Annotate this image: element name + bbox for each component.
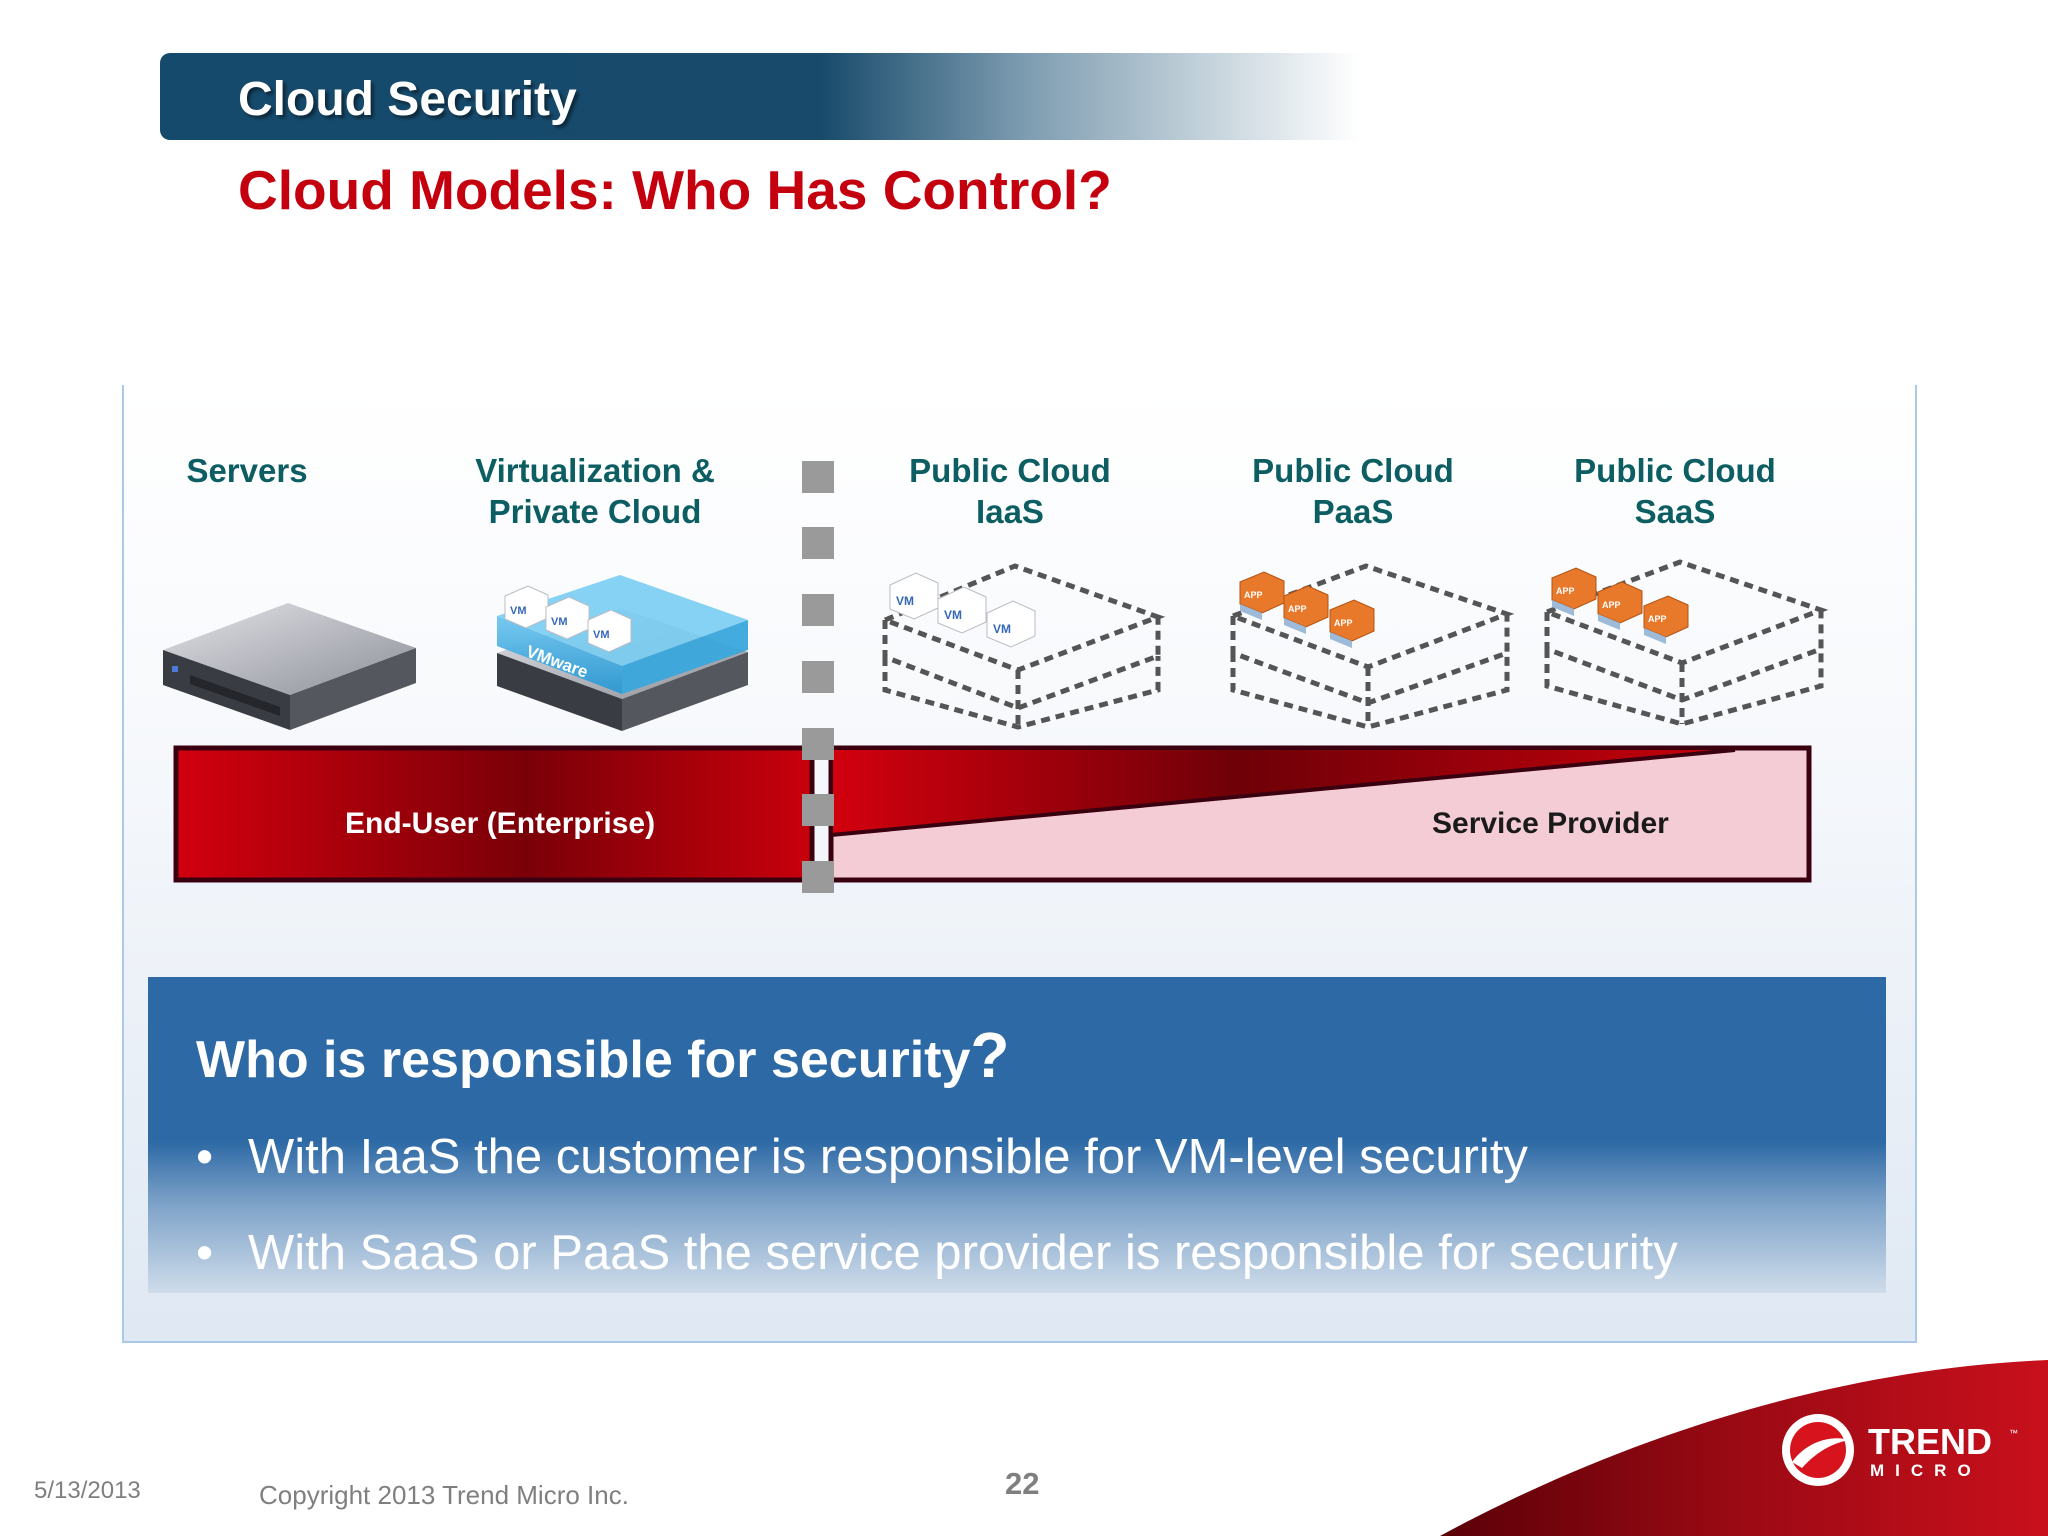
saas-dashed-stack-icon — [1539, 559, 1829, 727]
bullet-saas-paas: • With SaaS or PaaS the service provider … — [196, 1225, 1678, 1281]
app-boxes-icon: APP APP APP — [1551, 567, 1689, 644]
vm-boxes-icon — [889, 572, 1036, 648]
bullet-iaas: • With IaaS the customer is responsible f… — [196, 1129, 1528, 1185]
trend-micro-logo-text: TREND ™ MICRO — [1868, 1422, 2018, 1480]
slide-section-title: Cloud Security — [238, 73, 577, 126]
app-label: APP — [1334, 618, 1353, 628]
iaas-dashed-stack-icon — [878, 563, 1166, 730]
vm-label: VM — [551, 616, 568, 628]
column-label-iaas: Public Cloud IaaS — [909, 452, 1111, 530]
end-user-label: End-User (Enterprise) — [345, 807, 656, 840]
footer-date: 5/13/2013 — [34, 1477, 141, 1504]
column-label-servers: Servers — [186, 452, 308, 489]
paas-dashed-stack-icon — [1225, 563, 1515, 730]
app-label: APP — [1648, 614, 1667, 624]
vm-label: VM — [510, 605, 527, 617]
vmware-server-icon: VMware VM VM VM — [497, 575, 748, 731]
footer-swoosh — [1440, 1360, 2048, 1536]
svg-text:TREND: TREND — [1868, 1422, 1992, 1462]
app-label: APP — [1602, 600, 1621, 610]
vm-label: VM — [593, 629, 610, 641]
column-label-paas: Public Cloud PaaS — [1252, 452, 1454, 530]
bullet-text: With IaaS the customer is responsible fo… — [248, 1130, 1528, 1184]
column-label-saas: Public Cloud SaaS — [1574, 452, 1776, 530]
svg-text:™: ™ — [2009, 1428, 2018, 1438]
app-label: APP — [1556, 586, 1575, 596]
divider-dashes — [802, 461, 834, 893]
app-boxes-icon: APP APP APP — [1239, 571, 1375, 648]
question-text: Who is responsible for security — [196, 1031, 971, 1089]
bullet-marker: • — [196, 1130, 214, 1184]
server-icon — [163, 603, 416, 730]
column-label-virtualization: Virtualization & Private Cloud — [475, 452, 715, 530]
question-mark: ? — [970, 1019, 1010, 1091]
svg-text:MICRO: MICRO — [1870, 1461, 1982, 1480]
trend-micro-logo-icon — [1782, 1414, 1854, 1486]
control-bar — [173, 745, 1812, 883]
responsibility-question: Who is responsible for security? — [196, 1018, 1009, 1092]
app-label: APP — [1288, 604, 1307, 614]
bullet-text: With SaaS or PaaS the service provider i… — [248, 1226, 1678, 1280]
footer-copyright: Copyright 2013 Trend Micro Inc. — [259, 1480, 629, 1510]
vm-label: VM — [944, 608, 962, 622]
responsibility-box — [148, 977, 1886, 1293]
title-banner — [160, 53, 1360, 140]
vm-label: VM — [896, 594, 914, 608]
page-number: 22 — [1005, 1466, 1040, 1501]
bullet-marker: • — [196, 1226, 214, 1280]
service-provider-label: Service Provider — [1432, 807, 1669, 840]
slide-title: Cloud Models: Who Has Control? — [238, 159, 1112, 221]
app-label: APP — [1244, 590, 1263, 600]
vm-label: VM — [993, 622, 1011, 636]
